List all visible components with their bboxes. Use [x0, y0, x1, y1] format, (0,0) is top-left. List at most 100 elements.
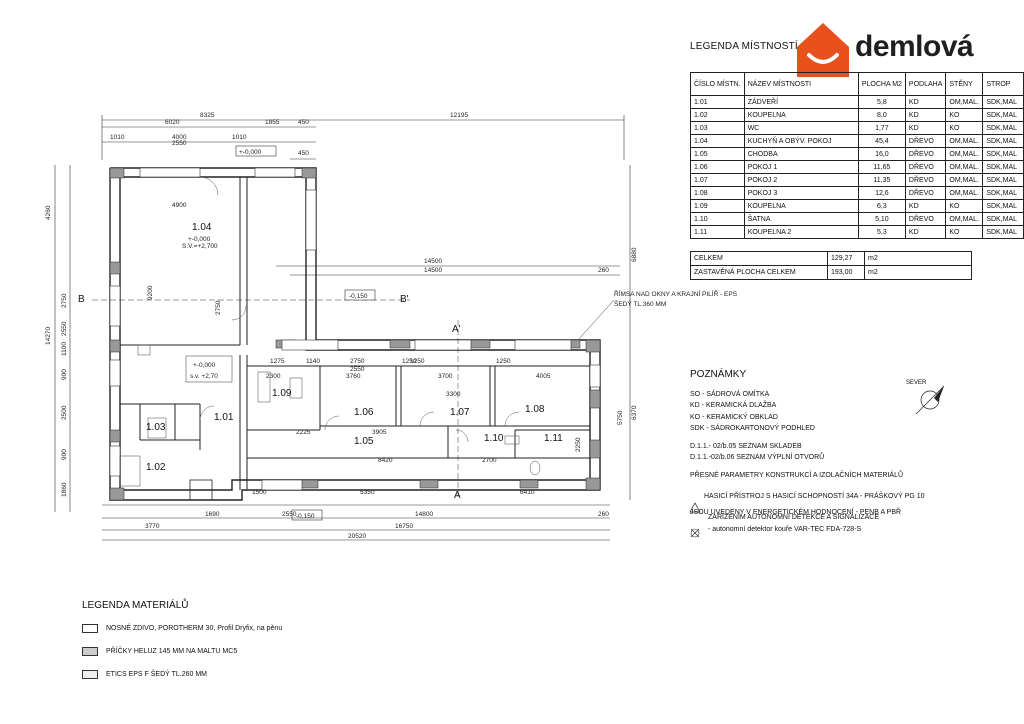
notes-title: POZNÁMKY	[690, 369, 747, 380]
notes-section: POZNÁMKY SO - SÁDROVÁ OMÍTKA KD - KERAMI…	[690, 369, 925, 535]
room-name: ŠATNA	[743, 212, 859, 226]
note-line: D.1.1.- 02/b.05 SEZNAM SKLADEB	[690, 442, 802, 450]
dim-3300: 3300	[446, 391, 461, 398]
north-arrow-icon	[915, 385, 945, 415]
room-ceiling: SDK,MAL	[982, 212, 1024, 226]
brand-name: demlová	[855, 30, 974, 63]
dim-1250-c: 1250	[410, 358, 425, 365]
room-area: 5,3	[857, 225, 906, 239]
room-number: 1.06	[690, 160, 745, 174]
room-ceiling: SDK,MAL	[982, 160, 1024, 174]
material-label: PŘÍČKY HELUZ 145 MM NA MALTU MC5	[106, 648, 238, 655]
room-floor: DŘEVO	[904, 173, 947, 187]
room-area: 6,3	[857, 199, 906, 213]
room-walls: KO	[945, 225, 984, 239]
material-swatch-partition	[82, 647, 98, 656]
room-area: 11,35	[857, 173, 906, 187]
wall-hatches	[109, 167, 601, 501]
material-row: ETICS EPS F ŠEDÝ TL.260 MM	[82, 663, 282, 686]
dim-14500: 14500	[424, 258, 442, 265]
room-name: KOUPELNA 2	[743, 225, 859, 239]
room-area: 5,10	[857, 212, 906, 226]
dim-4005: 4005	[536, 373, 551, 380]
room-name: ZÁDVEŘÍ	[743, 95, 859, 109]
dim-3905: 3905	[372, 429, 387, 436]
room-area: 12,6	[857, 186, 906, 200]
room-table-header: ČÍSLO MÍSTN. NÁZEV MÍSTNOSTI PLOCHA M2 P…	[690, 72, 1024, 96]
material-label: ETICS EPS F ŠEDÝ TL.260 MM	[106, 671, 208, 678]
header-number: ČÍSLO MÍSTN.	[690, 72, 745, 96]
room-1-03: 1.03	[146, 422, 166, 433]
outer-walls	[109, 167, 601, 501]
room-ceiling: SDK,MAL	[982, 95, 1024, 109]
dim-14800: 14800	[415, 511, 433, 518]
room-number: 1.11	[690, 225, 745, 239]
dim-2500: 2500	[61, 405, 68, 420]
room-walls: OM,MAL.	[945, 173, 984, 187]
header-ceiling: STROP	[982, 72, 1024, 96]
room-walls: KO	[945, 199, 984, 213]
room-floor: KD	[904, 121, 947, 135]
dim-2700: 2700	[482, 457, 497, 464]
dim-900: 900	[61, 369, 68, 380]
section-a-prime: A'	[452, 324, 461, 335]
dim-2750-c: 2750	[350, 358, 365, 365]
dim-14500-b: 14500	[424, 267, 442, 274]
bottom-dimension-texts: 8420 2700 3905 2225 1500 5350 6410 1690 …	[145, 429, 609, 540]
room-labels: 1.04 +-0,000 S.V.=+2,700 +-0,000 s.v. +2…	[146, 222, 563, 473]
built-area-value: 193,00	[827, 265, 865, 280]
demlova-logo	[797, 23, 849, 77]
built-area-row: ZASTAVĚNÁ PLOCHA CELKEM 193,00 m2	[690, 265, 972, 280]
total-label: CELKEM	[690, 251, 828, 266]
total-row: CELKEM 129,27 m2	[690, 251, 972, 266]
room-legend-table: ČÍSLO MÍSTN. NÁZEV MÍSTNOSTI PLOCHA M2 P…	[690, 72, 1024, 239]
room-1-01-box	[185, 355, 233, 383]
level-box-mid	[344, 289, 376, 301]
total-value: 129,27	[827, 251, 865, 266]
note-line: JSOU UVEDENY V ENERGETICKÉM HODNOCENÍ - …	[690, 508, 902, 516]
room-number: 1.10	[690, 212, 745, 226]
total-unit: m2	[864, 251, 972, 266]
room-area: 11,65	[857, 160, 906, 174]
dim-2750: 2750	[61, 293, 68, 308]
room-legend-title: LEGENDA MÍSTNOSTÍ	[690, 41, 798, 52]
dim-2225: 2225	[296, 429, 311, 436]
dim-900-b: 900	[61, 449, 68, 460]
material-row: NOSNÉ ZDIVO, POROTHERM 30, Profil Dryfix…	[82, 617, 282, 640]
dim-2250: 2250	[575, 437, 582, 452]
room-walls: OM,MAL.	[945, 212, 984, 226]
dim-1100: 1100	[61, 342, 68, 356]
extinguisher-note: HASICÍ PŘÍSTROJ S HASICÍ SCHOPNOSTÍ 34A …	[704, 493, 925, 500]
dim-9200: 9200	[147, 285, 154, 300]
room-floor: KD	[904, 225, 947, 239]
room-floor: DŘEVO	[904, 160, 947, 174]
dim-6370: 6370	[631, 405, 638, 420]
room-ceiling: SDK,MAL	[982, 186, 1024, 200]
note-line: PŘESNÉ PARAMETRY KONSTRUKCÍ A IZOLAČNÍCH…	[690, 471, 904, 479]
room-name: KUCHYŇ A OBÝV. POKOJ	[743, 134, 859, 148]
material-swatch-masonry	[82, 624, 98, 633]
room-1-08: 1.08	[525, 404, 545, 415]
top-dimension-texts: 8325 12195 6020 1855 450 1010 4000 1010 …	[110, 112, 609, 274]
room-walls: OM,MAL.	[945, 95, 984, 109]
dim-1250: 1250	[402, 358, 417, 365]
room-1-04: 1.04	[192, 222, 212, 233]
header-walls: STĚNY	[945, 72, 984, 96]
dim-5350: 5350	[360, 489, 375, 496]
dim-450: 450	[298, 119, 309, 126]
dim-1690: 1690	[205, 511, 220, 518]
detector-sub: - autonomní detektor kouře VAR-TEC FDA-7…	[708, 525, 862, 533]
dim-1010: 1010	[110, 134, 125, 141]
dim-6410: 6410	[520, 489, 535, 496]
room-name: KOUPELNA	[743, 199, 859, 213]
section-markers: B B' A' A	[78, 294, 461, 501]
room-area: 16,0	[857, 147, 906, 161]
north-label: SEVER	[906, 380, 927, 386]
